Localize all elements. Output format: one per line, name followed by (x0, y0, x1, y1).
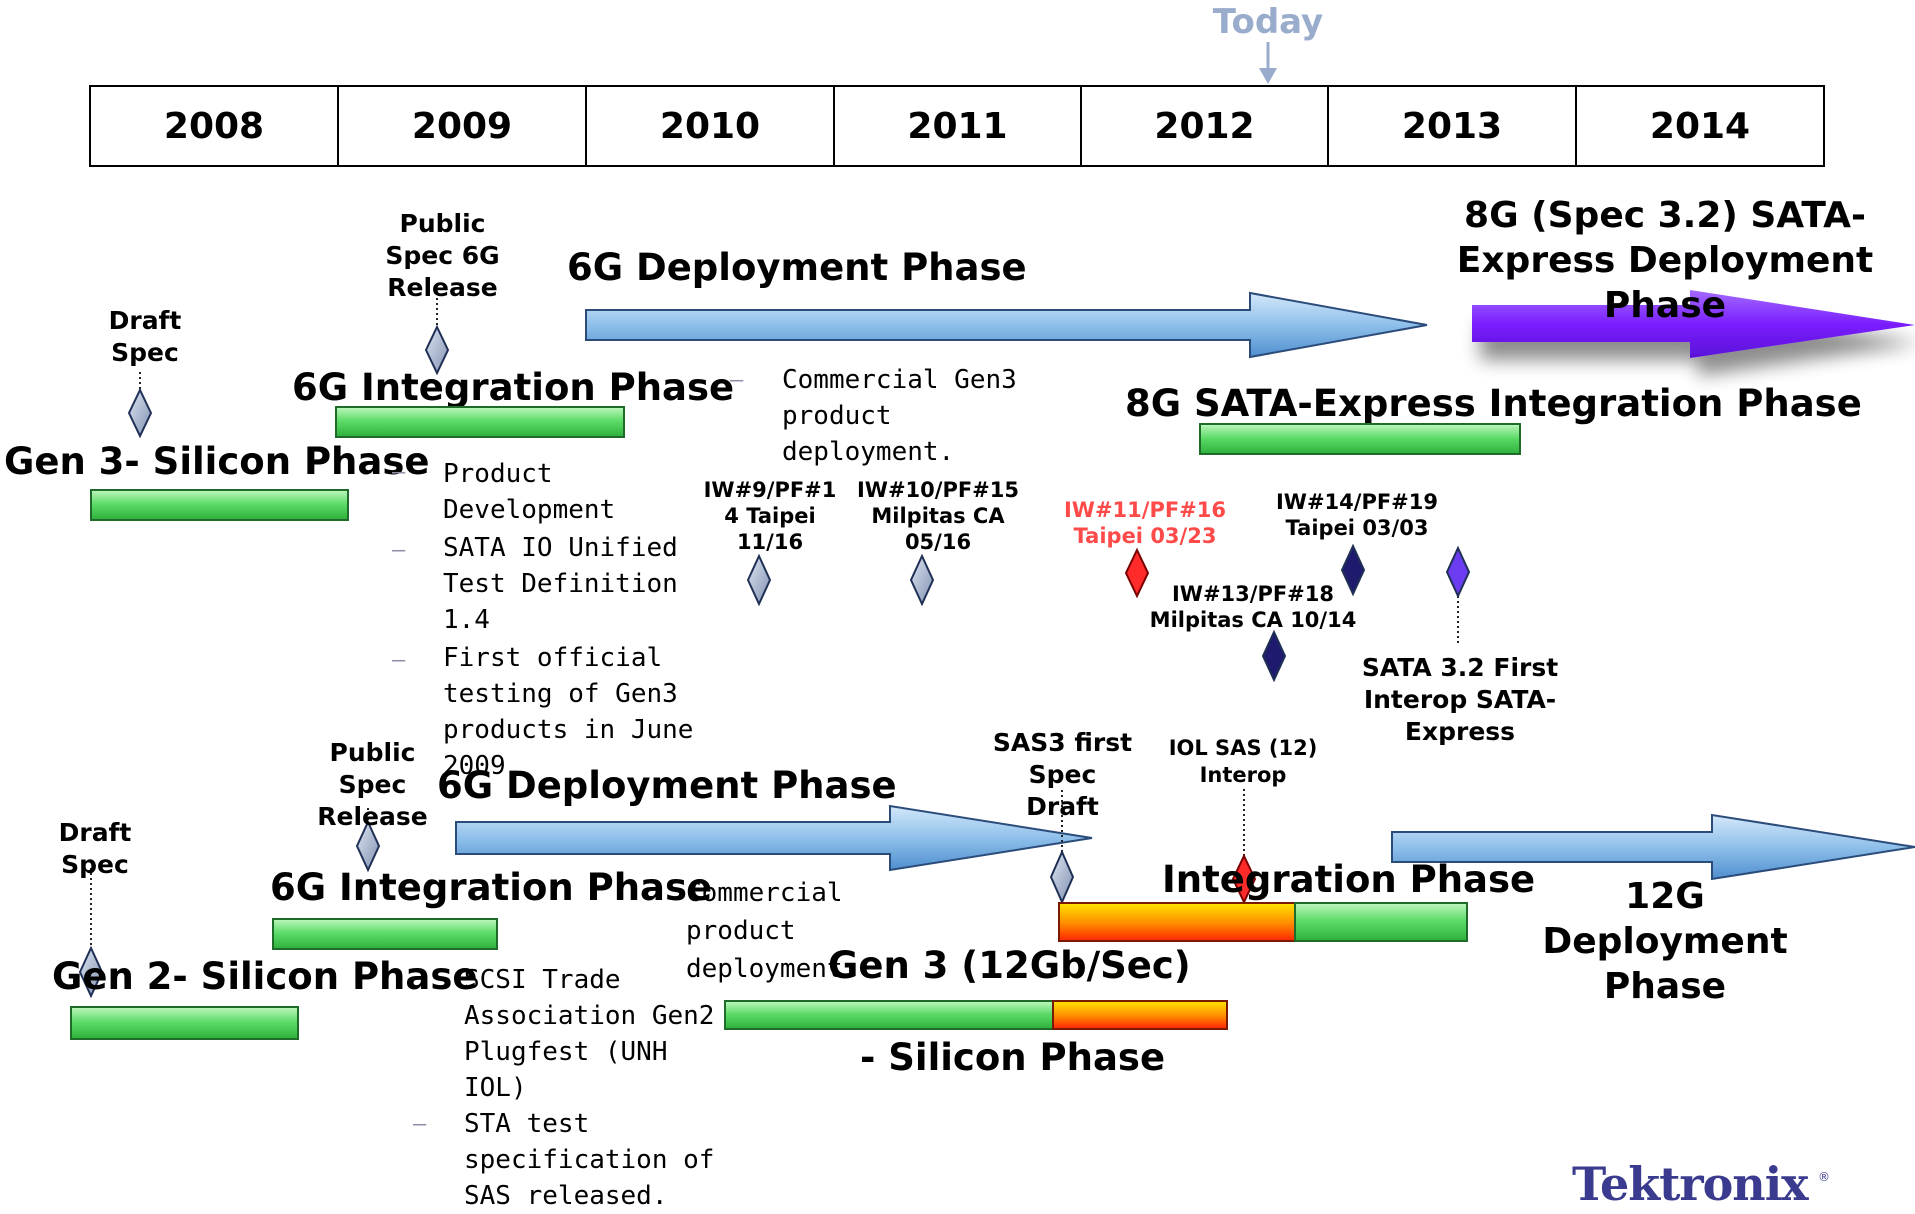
sata-express-integration-bar (1199, 423, 1521, 455)
sas-gen3-silicon-bar-red (1052, 1000, 1228, 1030)
bullet-dash: – (392, 538, 406, 563)
sata32-interop-diamond (1445, 545, 1471, 599)
sas-commercial-note: Commercial product deployment (686, 878, 843, 984)
sas-silicon-bar (70, 1006, 299, 1040)
iw9-diamond (746, 553, 772, 607)
sata-public-spec-diamond (424, 324, 450, 376)
sas-integration-bar (272, 918, 498, 950)
sas-12g-deployment-arrow (1391, 813, 1915, 881)
product-bullet-2: SATA IO Unified Test Definition 1.4 (443, 533, 678, 635)
sata-silicon-bar (90, 489, 349, 521)
sata-integration-phase-label: 6G Integration Phase (292, 366, 735, 409)
sata-draft-spec-label: Draft Spec (108, 306, 182, 367)
sas-silicon-phase-label: Gen 2- Silicon Phase (52, 955, 478, 998)
year-2008: 2008 (91, 87, 339, 165)
sas-deployment-arrow (455, 804, 1093, 872)
sas-draft-spec-label: Draft Spec (58, 818, 132, 879)
iw10-diamond (909, 553, 935, 607)
bullet-dash: – (392, 460, 406, 485)
bullet-dash: – (413, 1112, 427, 1137)
sata-express-deployment-label: 8G (Spec 3.2) SATA- Express Deployment P… (1456, 195, 1874, 326)
tektronix-logo: Tektronix (1572, 1157, 1809, 1211)
sas-bullet-2: STA test specification of SAS released. (464, 1109, 715, 1211)
sas-gen3-integration-label: Integration Phase (1162, 858, 1536, 901)
sas-gen3-silicon-label: - Silicon Phase (860, 1036, 1166, 1079)
year-timeline: 2008 2009 2010 2011 2012 2013 2014 (89, 85, 1825, 167)
year-2012: 2012 (1082, 87, 1329, 165)
year-2014: 2014 (1649, 105, 1751, 147)
iw14-diamond (1340, 543, 1366, 597)
today-arrow-head (1259, 68, 1277, 84)
sas-public-spec-label: Public Spec Release (317, 738, 428, 831)
sata-draft-spec-diamond (127, 387, 153, 439)
year-2011: 2011 (835, 87, 1082, 165)
year-2009: 2009 (339, 87, 587, 165)
event-iw10-label: IW#10/PF#15 Milpitas CA 05/16 (856, 478, 1020, 554)
sata-public-spec-label: Public Spec 6G Release (385, 209, 500, 302)
sas-gen3-silicon-bar-green (724, 1000, 1054, 1030)
year-2013: 2013 (1329, 87, 1577, 165)
sas3-spec-draft-label: SAS3 first Spec Draft (992, 728, 1133, 821)
sata-deployment-phase-label: 6G Deployment Phase (567, 246, 1027, 289)
sas-public-spec-diamond (355, 819, 381, 873)
event-iw11-label: IW#11/PF#16 Taipei 03/23 (1063, 498, 1227, 548)
sas3-draft-diamond (1049, 849, 1075, 905)
sas-bullet-1: SCSI Trade Association Gen2 Plugfest (UN… (464, 965, 715, 1103)
iol-interop-label: IOL SAS (12) Interop (1168, 736, 1318, 787)
event-iw9-label: IW#9/PF#1 4 Taipei 11/16 (703, 478, 837, 554)
today-label: Today (1212, 2, 1324, 42)
sata-integration-bar (335, 406, 625, 438)
sas-deployment-phase-label: 6G Deployment Phase (437, 764, 897, 807)
sata-express-integration-label: 8G SATA-Express Integration Phase (1125, 382, 1862, 425)
event-iw13-label: IW#13/PF#18 Milpitas CA 10/14 (1149, 582, 1357, 632)
year-2010: 2010 (587, 87, 835, 165)
sas-12g-deployment-label: 12G Deployment Phase (1542, 876, 1788, 1007)
sas-gen3-integration-bar-green (1294, 902, 1468, 942)
sata-silicon-phase-label: Gen 3- Silicon Phase (4, 440, 430, 483)
product-bullet-1: Product Development (443, 459, 616, 525)
sata32-interop-label: SATA 3.2 First Interop SATA- Express (1361, 653, 1559, 746)
sas-draft-spec-diamond (78, 945, 104, 999)
sas-gen3-title: Gen 3 (12Gb/Sec) (828, 944, 1191, 987)
bullet-dash: – (392, 648, 406, 673)
sas-integration-phase-label: 6G Integration Phase (270, 866, 713, 909)
registered-mark-icon: ® (1818, 1170, 1830, 1184)
sata-commercial-note: Commercial Gen3 product deployment. (782, 365, 1017, 467)
bullet-dash: – (730, 368, 744, 393)
iw13-diamond (1261, 629, 1287, 683)
product-bullet-3: First official testing of Gen3 products … (443, 643, 694, 781)
sas-gen3-integration-bar-red (1058, 902, 1296, 942)
sata-express-deployment-arrow (1472, 290, 1915, 358)
event-iw14-label: IW#14/PF#19 Taipei 03/03 (1275, 490, 1439, 540)
sata-deployment-arrow (585, 291, 1428, 359)
iw11-diamond (1124, 547, 1150, 599)
